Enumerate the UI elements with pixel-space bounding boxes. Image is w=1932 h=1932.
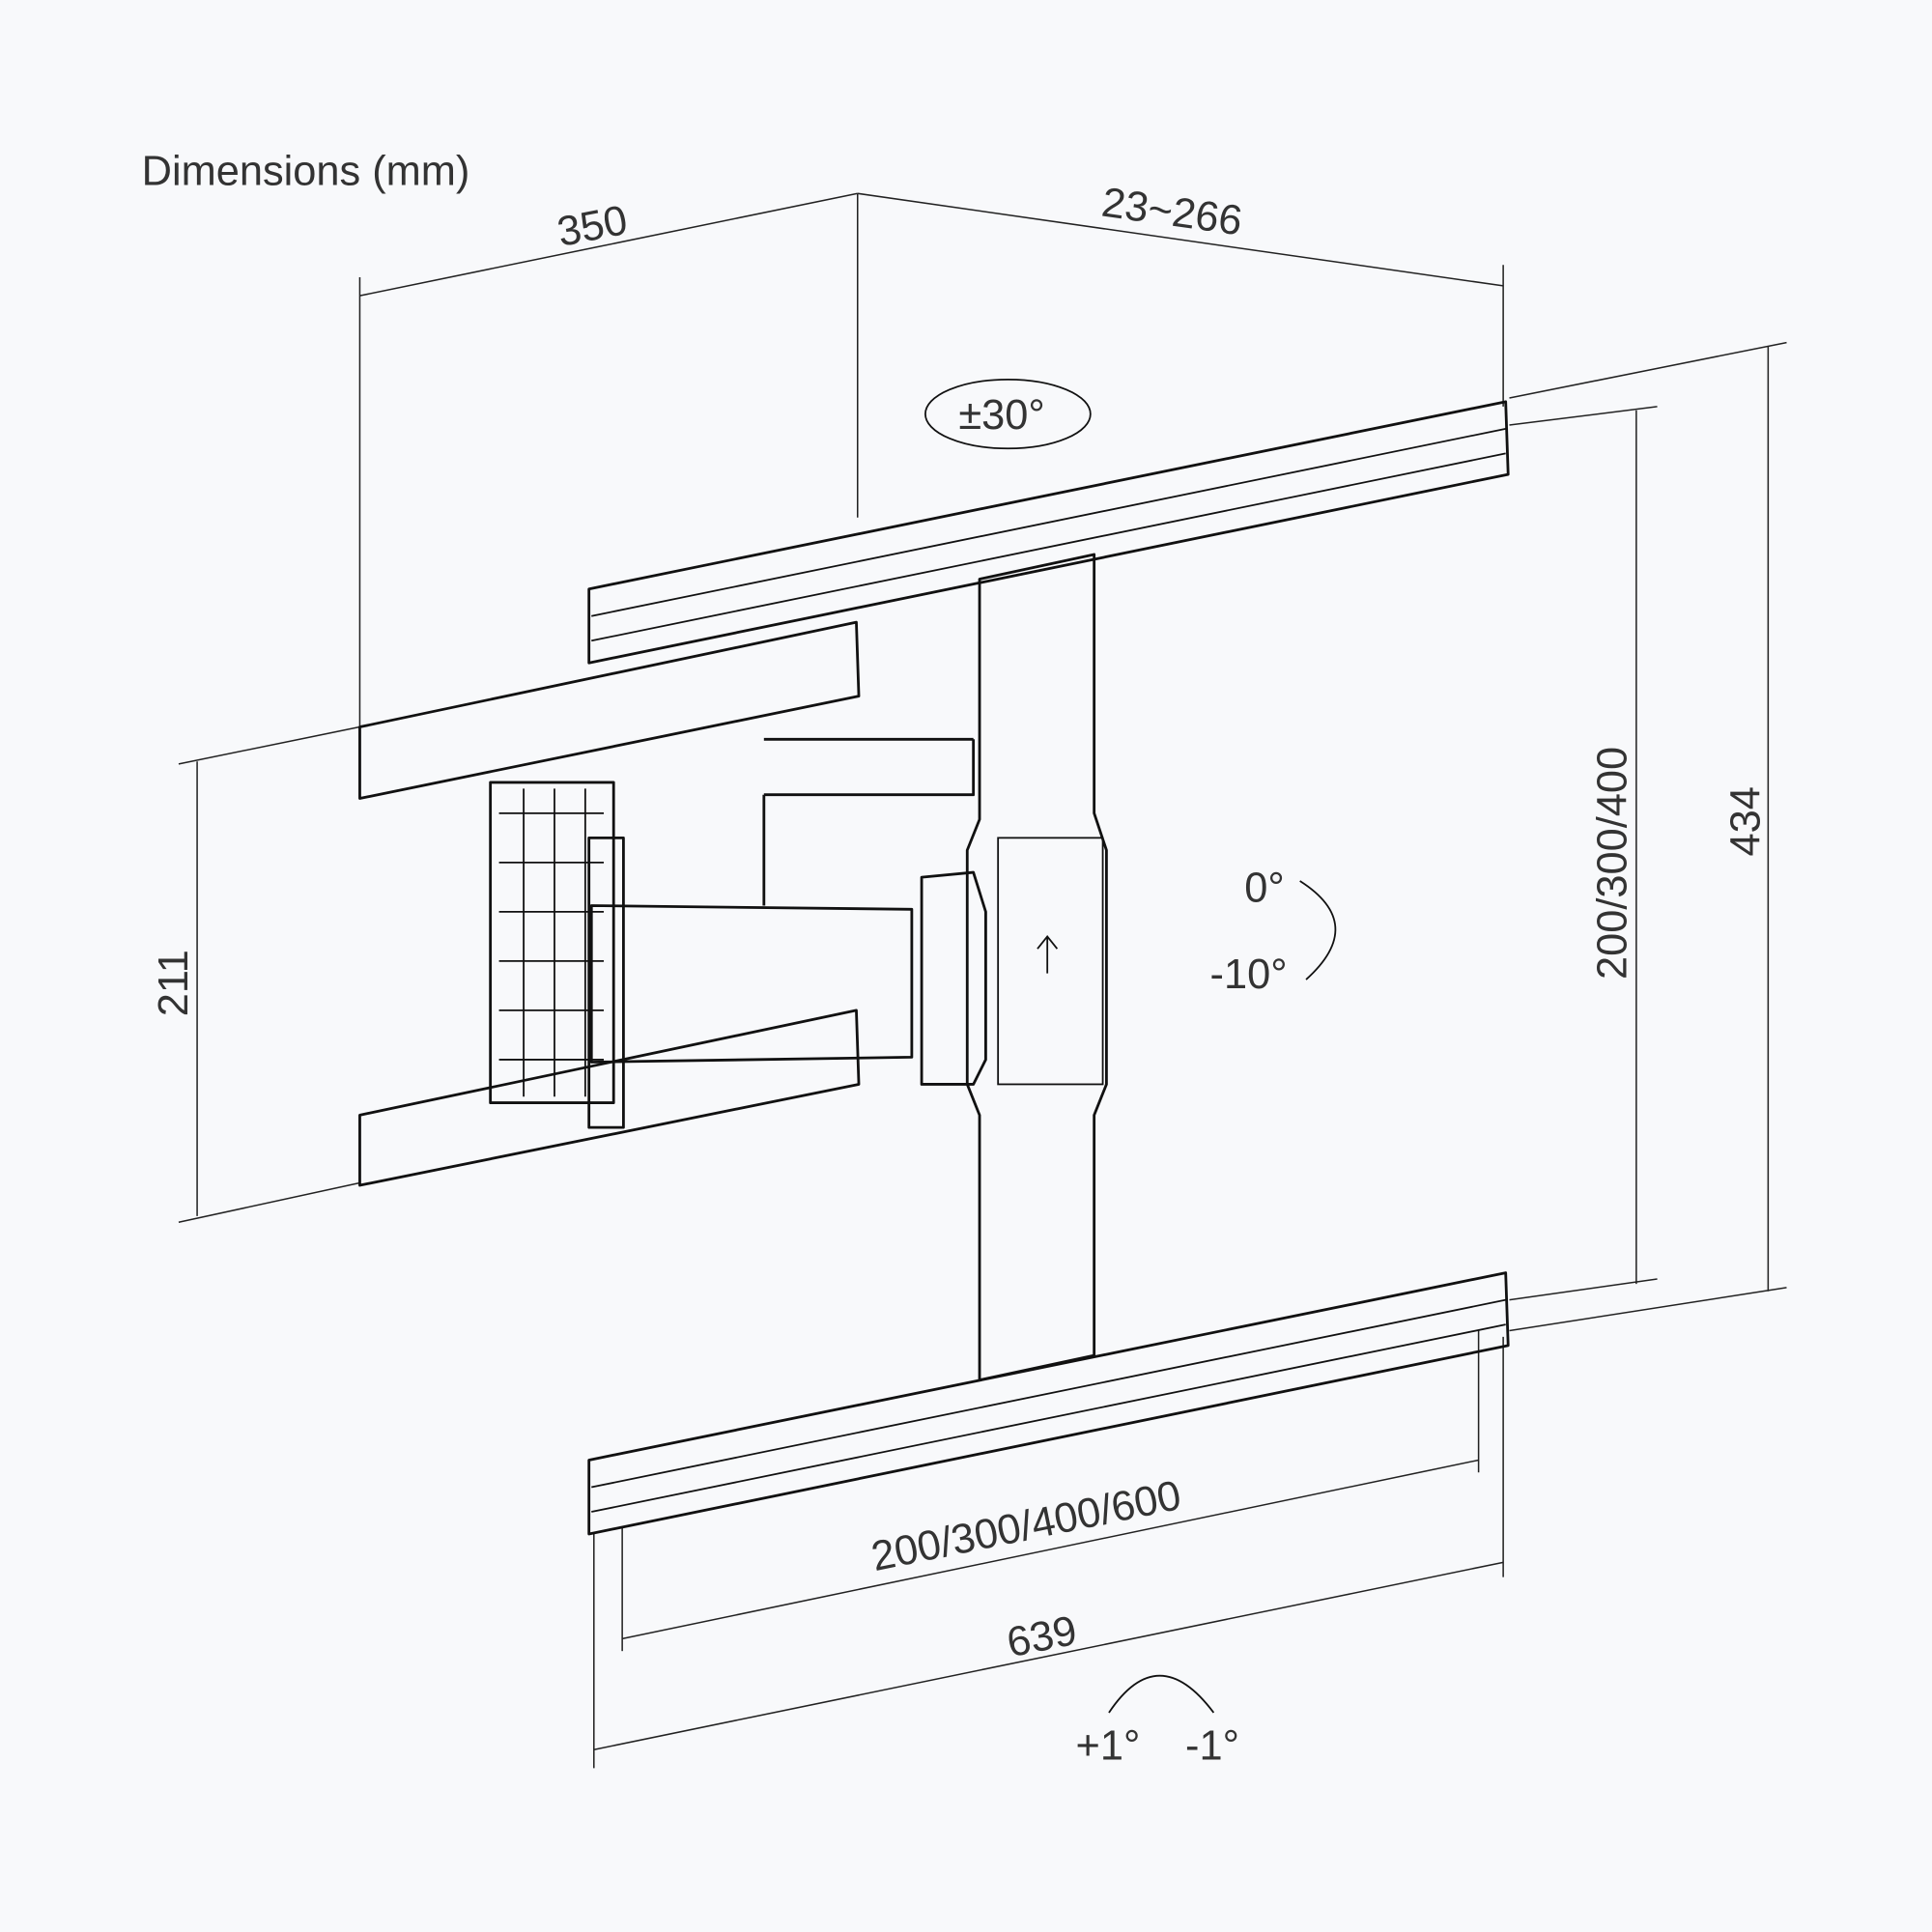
top-rail xyxy=(587,400,1510,665)
wall-plate-height-label: 211 xyxy=(151,950,197,1016)
diagram-title: Dimensions (mm) xyxy=(142,148,470,194)
tilt-down-label: -10° xyxy=(1210,952,1288,998)
swivel-angle-label: ±30° xyxy=(958,392,1044,439)
vertical-vesa-plate xyxy=(965,553,1108,1381)
level-plus-label: +1° xyxy=(1076,1722,1141,1769)
tilt-indicator: 0° -10° xyxy=(1210,866,1337,998)
total-height-label: 434 xyxy=(1722,786,1769,856)
wall-plate xyxy=(358,620,861,1187)
level-adjust-indicator: +1° -1° xyxy=(1076,1675,1239,1769)
bottom-rail xyxy=(587,1271,1510,1536)
total-width-label: 639 xyxy=(1003,1607,1080,1666)
vertical-vesa-label: 200/300/400 xyxy=(1590,747,1636,980)
tilt-up-label: 0° xyxy=(1244,866,1284,912)
arm-depth-label: 350 xyxy=(554,197,631,256)
dimension-lines xyxy=(178,192,1787,1769)
swivel-indicator: ±30° xyxy=(924,378,1092,450)
level-minus-label: -1° xyxy=(1185,1722,1239,1769)
wall-distance-label: 23~266 xyxy=(1099,180,1245,245)
swing-arm xyxy=(587,737,987,1129)
horizontal-vesa-label: 200/300/400/600 xyxy=(867,1472,1185,1580)
